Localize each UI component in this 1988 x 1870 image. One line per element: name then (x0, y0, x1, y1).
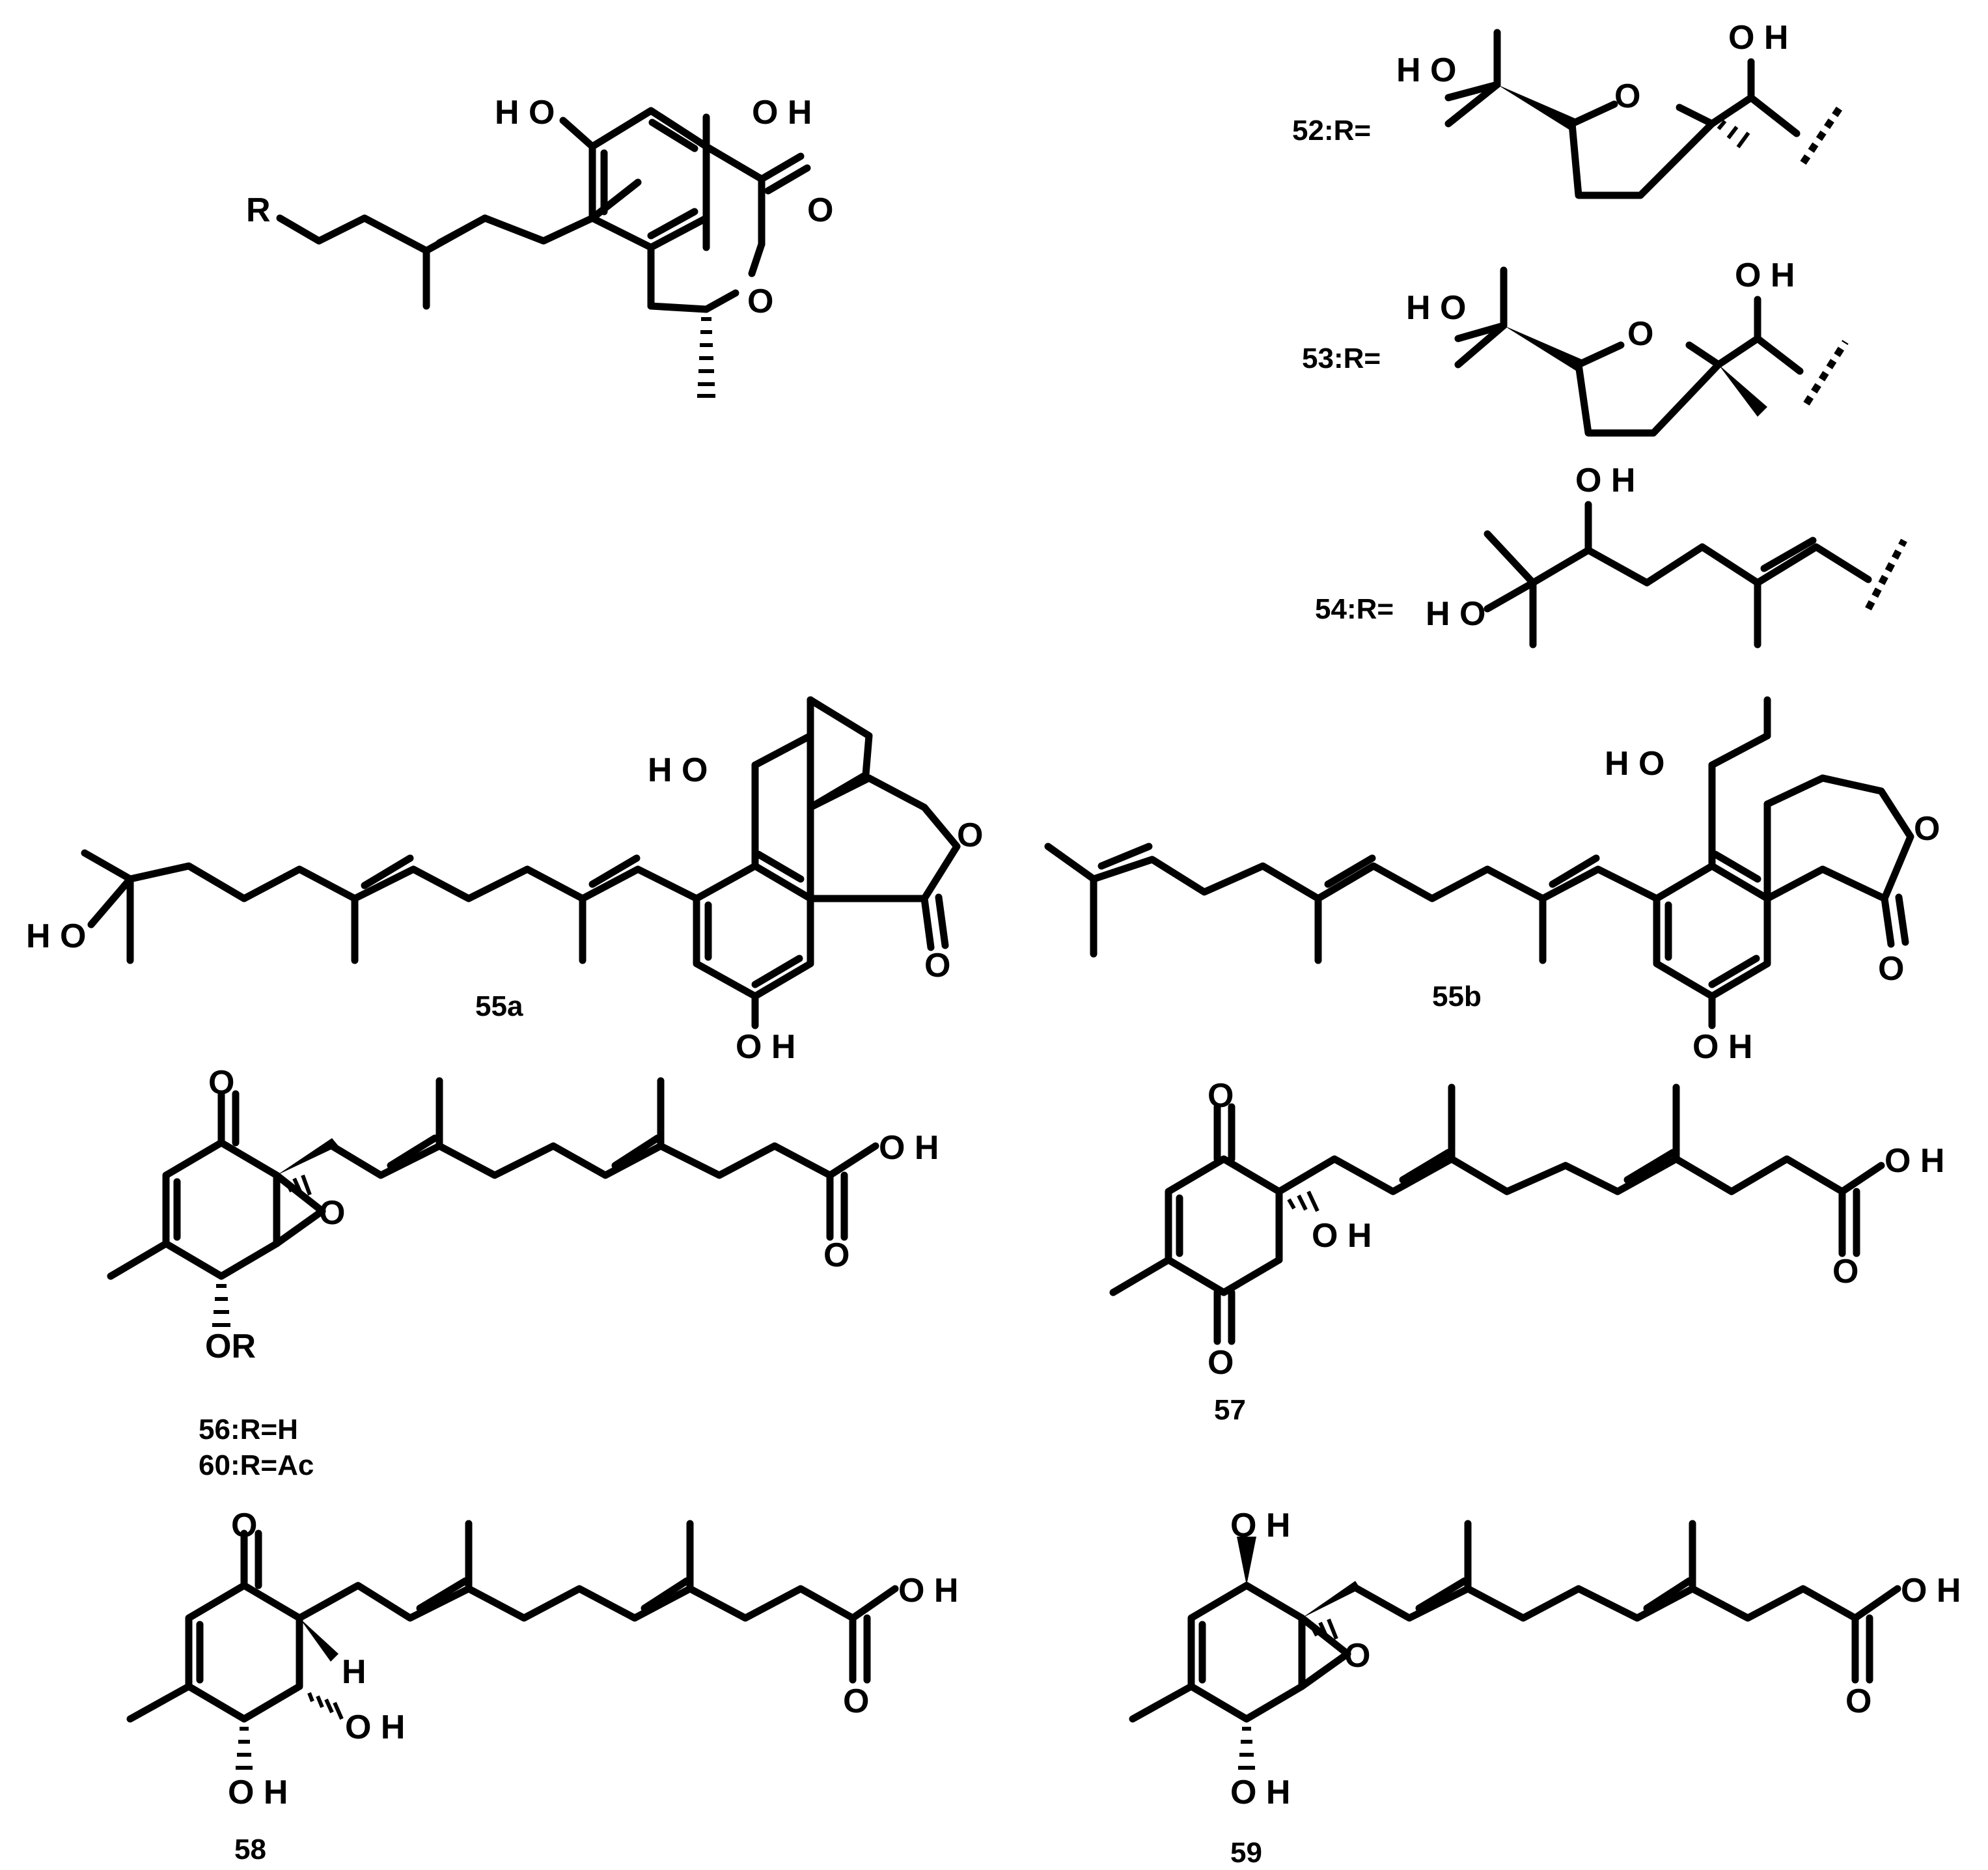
hydroxyl-label: O H (1692, 1028, 1752, 1066)
hydroxyl-label: O H (1735, 257, 1795, 294)
hydroxyl-label: O H (1884, 1142, 1944, 1180)
hatched-bond (212, 1284, 230, 1327)
compound-label-60: 60:R=Ac (199, 1449, 314, 1481)
hydrogen-label: H (342, 1653, 366, 1691)
structure-58: 58 O H O H O H O H O (126, 1507, 958, 1865)
carbonyl-oxygen-label: O (1878, 950, 1904, 988)
carbonyl-oxygen-label: O (208, 1064, 234, 1102)
hydroxyl-label: O H (1901, 1572, 1961, 1610)
ether-label: OR (205, 1328, 256, 1365)
r-group-52: 52:R= H O O O H (1292, 19, 1845, 199)
compound-label-56: 56:R=H (199, 1414, 298, 1445)
hydroxyl-label: H O (495, 94, 555, 132)
epoxide-oxygen-label: O (1344, 1637, 1370, 1675)
hydroxyl-label: O H (898, 1572, 958, 1610)
compound-label-55a: 55a (475, 990, 523, 1022)
hydroxyl-label: H O (26, 917, 86, 955)
carbonyl-oxygen-label: O (1832, 1253, 1858, 1291)
r-group-label: R (246, 191, 271, 229)
hydroxyl-label: O H (752, 94, 812, 132)
compound-label-57: 57 (1214, 1394, 1246, 1426)
hatched-bond (307, 1692, 344, 1720)
carbonyl-oxygen-label: O (807, 191, 833, 229)
ring-oxygen-label: O (747, 283, 773, 320)
hydroxyl-label: O H (345, 1709, 405, 1746)
hydroxyl-label: O H (1230, 1507, 1290, 1544)
compound-label-55b: 55b (1432, 981, 1482, 1012)
hydroxyl-label: H O (1406, 289, 1466, 327)
ring-oxygen-label: O (1627, 315, 1653, 353)
compound-label-54: 54:R= (1315, 593, 1394, 625)
ring-oxygen-label: O (957, 816, 983, 854)
carbonyl-oxygen-label: O (924, 947, 950, 984)
epoxide-oxygen-label: O (319, 1194, 345, 1232)
hydroxyl-label: H O (1396, 51, 1456, 89)
hydroxyl-label: O H (736, 1028, 795, 1066)
hydroxyl-label: H O (1605, 745, 1664, 783)
ring-oxygen-label: O (1614, 77, 1640, 115)
compound-label-52: 52:R= (1292, 115, 1371, 147)
hydroxyl-label: O H (1728, 19, 1788, 57)
carbonyl-oxygen-label: O (823, 1236, 849, 1274)
compound-label-58: 58 (234, 1834, 266, 1865)
carbonyl-oxygen-label: O (1208, 1077, 1234, 1115)
structure-55a: 55a H O H O O O O H (26, 696, 983, 1066)
carbonyl-oxygen-label: O (231, 1507, 257, 1544)
hydroxyl-label: O H (228, 1774, 288, 1811)
hydroxyl-label: O H (1575, 462, 1635, 499)
r-group-53: 53:R= H O O O H (1302, 257, 1849, 437)
hatched-bond (1287, 1190, 1319, 1212)
hatched-bond (236, 1727, 253, 1770)
structure-55b: 55b H O O O O H (1044, 696, 1940, 1066)
hydroxyl-label: O H (1312, 1217, 1372, 1255)
hydroxyl-label: H O (648, 751, 708, 789)
hydroxyl-label: H O (1426, 595, 1485, 633)
structure-59: 59 O H O O H O H O (1129, 1507, 1961, 1869)
carbonyl-oxygen-label: O (843, 1682, 869, 1720)
structure-56-60: 56:R=H 60:R=Ac O O O H O OR (107, 1064, 939, 1481)
hatched-bond (1310, 1618, 1338, 1640)
compound-label-53: 53:R= (1302, 342, 1381, 374)
ring-oxygen-label: O (1914, 810, 1940, 848)
hatched-bond (1238, 1727, 1255, 1770)
hatched-methyl (697, 317, 715, 398)
hydroxyl-label: O H (1230, 1774, 1290, 1811)
r-group-54: 54:R= H O O H (1315, 462, 1907, 649)
hydroxyl-label: O H (879, 1129, 939, 1167)
compound-label-59: 59 (1230, 1837, 1262, 1869)
carbonyl-oxygen-label: O (1845, 1682, 1871, 1720)
structure-57: 57 O O O H O H O (1109, 1077, 1944, 1426)
isochromanone-core-structure: H O O H O O R (246, 94, 833, 398)
carbonyl-oxygen-label: O (1208, 1344, 1234, 1382)
hatched-bond (284, 1174, 312, 1196)
hatched-methyl (1717, 120, 1750, 148)
